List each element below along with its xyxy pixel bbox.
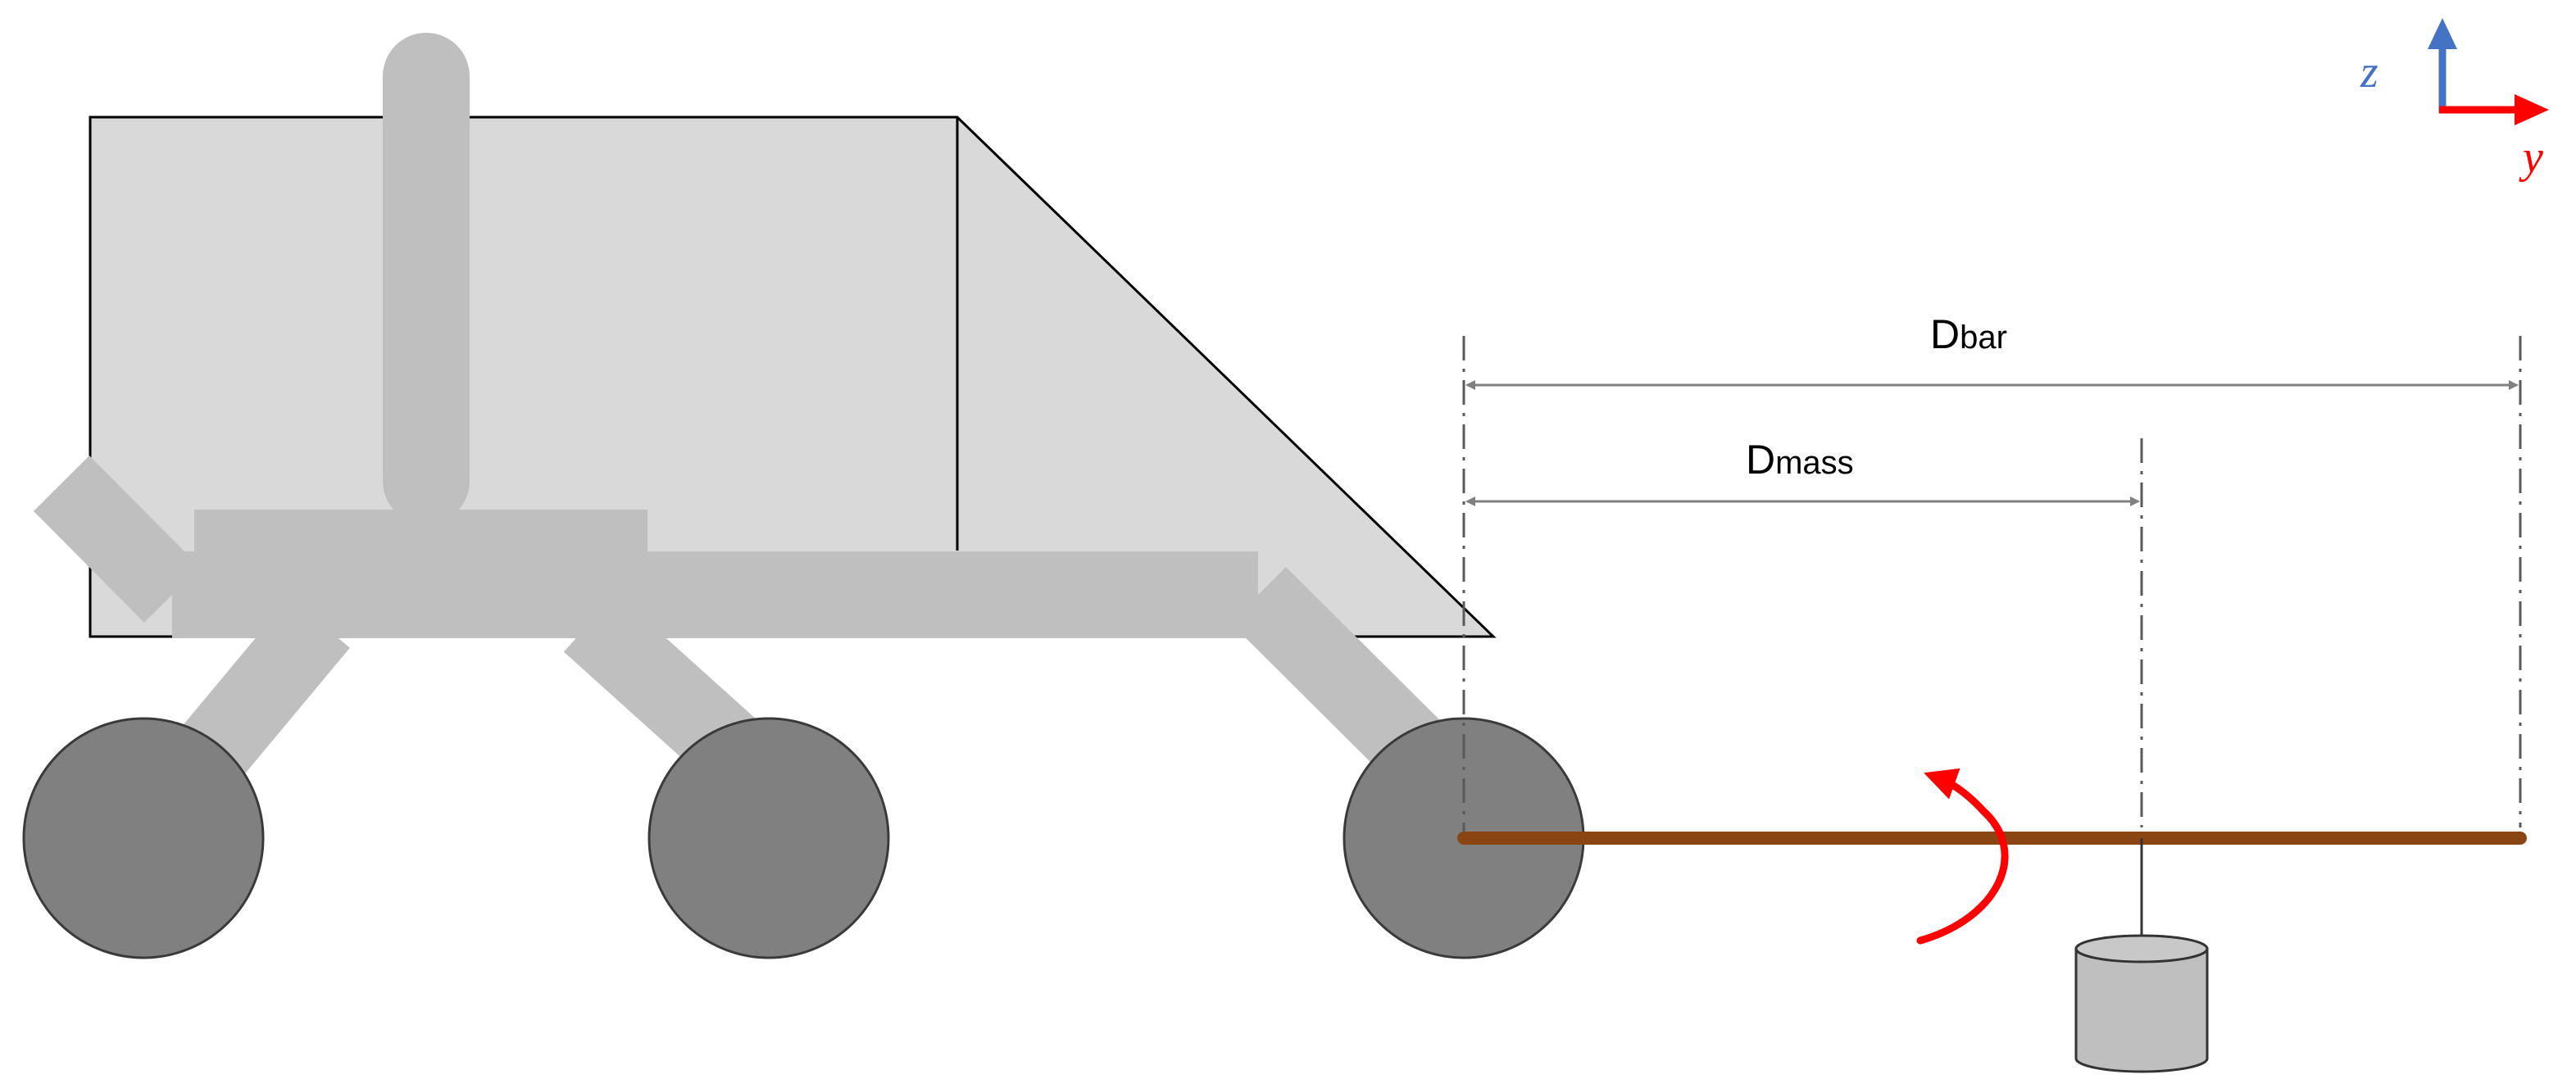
z-axis-label: z [2360,47,2378,97]
d-bar-label-sub: bar [1960,320,2007,356]
d-bar-label-main: D [1930,311,1960,357]
extension-lines [1462,336,2522,838]
wheel-rear [22,717,265,959]
hanging-mass [2074,934,2209,1073]
y-axis-label: y [2519,132,2543,183]
d-mass-label-sub: mass [1775,445,1854,481]
y-axis-arrowhead [2515,94,2549,125]
d-bar-label: Dbar [1930,311,2007,357]
d-mass-label-main: D [1746,437,1775,483]
coordinate-axes: z y [2360,18,2549,183]
rover-mast [383,33,470,524]
d-mass-label: Dmass [1746,437,1854,483]
rotation-arrow [1916,768,2009,945]
z-axis-arrowhead [2428,18,2457,49]
wheel-middle [647,717,890,959]
